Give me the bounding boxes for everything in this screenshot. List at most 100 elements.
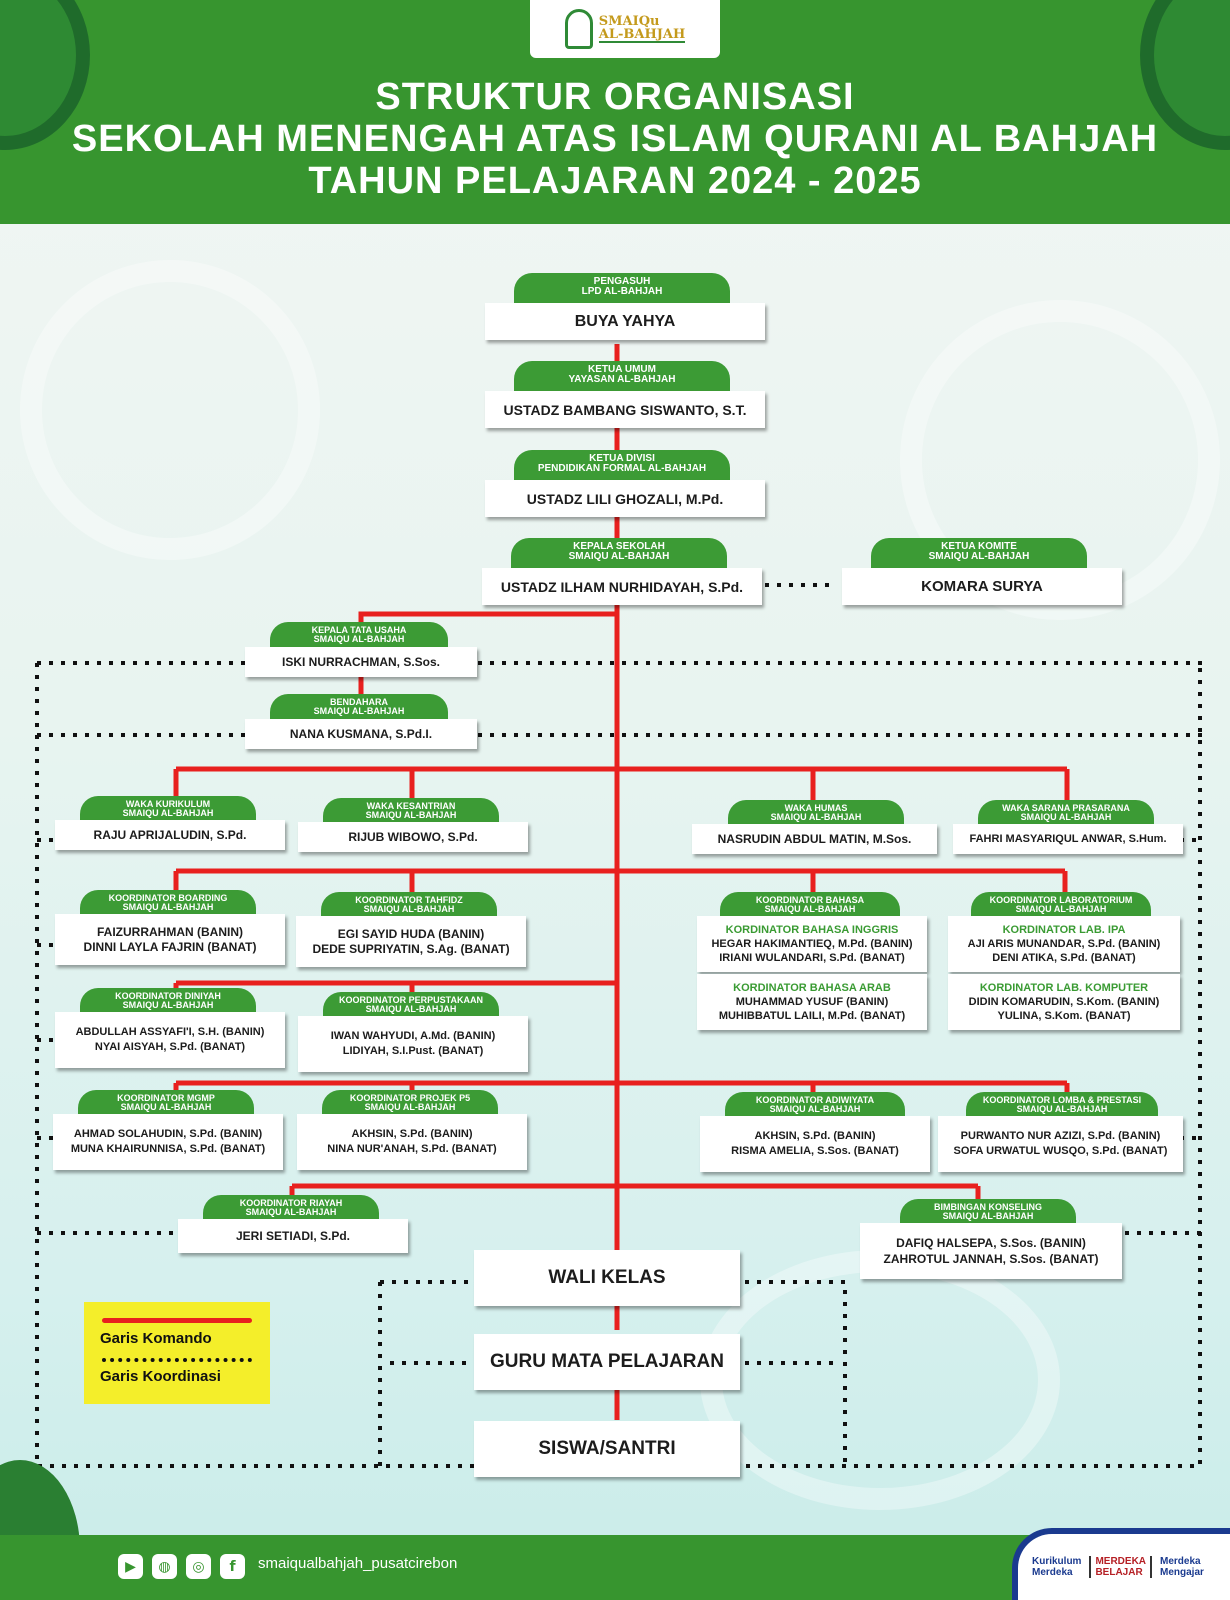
youtube-icon[interactable]: ▶ <box>118 1554 143 1579</box>
node-box: AKHSIN, S.Pd. (BANIN) NINA NUR'ANAH, S.P… <box>297 1114 527 1170</box>
node-koord-tahfidz: KOORDINATOR TAHFIDZ SMAIQU AL-BAHJAH EGI… <box>296 892 526 969</box>
node-koord-lab: KOORDINATOR LABORATORIUM SMAIQU AL-BAHJA… <box>948 892 1180 1037</box>
node-koord-riayah: KOORDINATOR RIAYAH SMAIQU AL-BAHJAH JERI… <box>178 1195 408 1257</box>
wali-kelas-box: WALI KELAS <box>474 1250 740 1306</box>
node-box: PURWANTO NUR AZIZI, S.Pd. (BANIN) SOFA U… <box>938 1116 1183 1172</box>
caption-line: SMAIQU AL-BAHJAH <box>1016 1104 1108 1114</box>
node-waka-kesantrian: WAKA KESANTRIAN SMAIQU AL-BAHJAH RIJUB W… <box>298 798 528 856</box>
caption-line: SMAIQU AL-BAHJAH <box>122 902 214 912</box>
caption-line: SMAIQU AL-BAHJAH <box>120 1102 212 1112</box>
logo-text: MERDEKA <box>1095 1556 1147 1567</box>
corner-leaf-left <box>0 0 90 150</box>
node-pengasuh: PENGASUH LPD AL-BAHJAH BUYA YAHYA <box>485 273 765 344</box>
legend-coordination-label: Garis Koordinasi <box>100 1368 221 1385</box>
person-name: NANA KUSMANA, S.Pd.I. <box>289 727 433 741</box>
person-name: DEDE SUPRIYATIN, S.Ag. (BANAT) <box>312 941 510 956</box>
person-name: MUNA KHAIRUNNISA, S.Pd. (BANAT) <box>70 1143 266 1155</box>
caption-line: KOORDINATOR BAHASA <box>755 895 865 905</box>
legend-command-swatch <box>102 1318 252 1323</box>
person-name: YULINA, S.Kom. (BANAT) <box>997 1010 1131 1022</box>
caption-line: SMAIQU AL-BAHJAH <box>365 810 457 820</box>
person-name: NYAI AISYAH, S.Pd. (BANAT) <box>94 1041 246 1053</box>
person-name: USTADZ BAMBANG SISWANTO, S.T. <box>503 401 747 418</box>
person-name: RISMA AMELIA, S.Sos. (BANAT) <box>731 1145 899 1157</box>
node-box: RAJU APRIJALUDIN, S.Pd. <box>55 820 285 850</box>
node-box: JERI SETIADI, S.Pd. <box>178 1219 408 1253</box>
instagram-icon[interactable]: ◎ <box>186 1554 211 1579</box>
caption-line: KETUA UMUM <box>588 364 656 375</box>
logo-emblem-icon <box>564 9 593 49</box>
node-caption: WAKA KURIKULUM SMAIQU AL-BAHJAH <box>80 796 256 824</box>
caption-line: SMAIQU AL-BAHJAH <box>928 551 1030 562</box>
person-name: HEGAR HAKIMANTIEQ, M.Pd. (BANIN) <box>711 938 913 950</box>
caption-line: LPD AL-BAHJAH <box>581 286 663 297</box>
sub-role: KORDINATOR LAB. IPA <box>1002 924 1126 936</box>
person-name: MUHIBBATUL LAILI, M.Pd. (BANAT) <box>718 1010 906 1022</box>
node-box: BUYA YAHYA <box>485 303 765 340</box>
social-handle[interactable]: smaiqualbahjah_pusatcirebon <box>258 1555 458 1572</box>
caption-line: WAKA KURIKULUM <box>125 799 211 809</box>
title-line: SEKOLAH MENENGAH ATAS ISLAM QURANI AL BA… <box>71 118 1159 160</box>
caption-line: KEPALA TATA USAHA <box>311 625 407 635</box>
caption-line: KETUA KOMITE <box>941 541 1017 552</box>
person-name: NINA NUR'ANAH, S.Pd. (BANAT) <box>327 1143 497 1155</box>
caption-line: SMAIQU AL-BAHJAH <box>568 551 670 562</box>
caption-line: YAYASAN AL-BAHJAH <box>568 374 676 385</box>
header-band: SMAIQu AL-BAHJAH STRUKTUR ORGANISASI SEK… <box>0 0 1230 224</box>
caption-line: KOORDINATOR LOMBA & PRESTASI <box>982 1095 1142 1105</box>
person-name: BUYA YAHYA <box>574 312 676 330</box>
node-box: KORDINATOR LAB. IPA AJI ARIS MUNANDAR, S… <box>948 916 1180 972</box>
node-caption: WAKA HUMAS SMAIQU AL-BAHJAH <box>728 800 904 828</box>
kurikulum-merdeka-logo: Kurikulum Merdeka <box>1032 1556 1081 1578</box>
facebook-icon[interactable]: f <box>220 1554 245 1579</box>
caption-line: PENGASUH <box>593 276 651 287</box>
node-koord-perpustakaan: KOORDINATOR PERPUSTAKAAN SMAIQU AL-BAHJA… <box>298 992 528 1076</box>
social-icons: ▶ ◍ ◎ f <box>118 1554 245 1579</box>
caption-line: SMAIQU AL-BAHJAH <box>769 1104 861 1114</box>
person-name: ABDULLAH ASSYAFI'I, S.H. (BANIN) <box>75 1026 265 1038</box>
node-ketua-komite: KETUA KOMITE SMAIQU AL-BAHJAH KOMARA SUR… <box>842 538 1122 609</box>
caption-line: SMAIQU AL-BAHJAH <box>313 634 405 644</box>
node-koord-mgmp: KOORDINATOR MGMP SMAIQU AL-BAHJAH AHMAD … <box>53 1090 283 1174</box>
node-caption: KOORDINATOR MGMP SMAIQU AL-BAHJAH <box>78 1090 254 1118</box>
coordination-lines <box>35 583 1202 1468</box>
node-caption: KOORDINATOR ADIWIYATA SMAIQU AL-BAHJAH <box>725 1092 905 1120</box>
caption-line: KOORDINATOR MGMP <box>117 1093 215 1103</box>
sub-role: KORDINATOR BAHASA ARAB <box>733 982 891 994</box>
caption-line: SMAIQU AL-BAHJAH <box>764 904 856 914</box>
sub-role: KORDINATOR LAB. KOMPUTER <box>979 982 1149 994</box>
person-name: KOMARA SURYA <box>921 578 1043 595</box>
legend: Garis Komando Garis Koordinasi <box>84 1302 270 1404</box>
caption-line: KOORDINATOR RIAYAH <box>239 1198 343 1208</box>
caption-line: KOORDINATOR DINIYAH <box>115 991 221 1001</box>
caption-line: SMAIQU AL-BAHJAH <box>122 1000 214 1010</box>
sub-role: KORDINATOR BAHASA INGGRIS <box>725 924 899 936</box>
caption-line: BIMBINGAN KONSELING <box>934 1202 1042 1212</box>
caption-line: WAKA KESANTRIAN <box>366 801 456 811</box>
node-kepala-sekolah: KEPALA SEKOLAH SMAIQU AL-BAHJAH USTADZ I… <box>482 538 762 609</box>
caption-line: KOORDINATOR TAHFIDZ <box>355 895 463 905</box>
node-koord-p5: KOORDINATOR PROJEK P5 SMAIQU AL-BAHJAH A… <box>297 1090 527 1174</box>
node-caption: KOORDINATOR LOMBA & PRESTASI SMAIQU AL-B… <box>966 1092 1158 1120</box>
node-box: NASRUDIN ABDUL MATIN, M.Sos. <box>692 824 937 854</box>
node-caption: WAKA SARANA PRASARANA SMAIQU AL-BAHJAH <box>978 800 1154 828</box>
person-name: SOFA URWATUL WUSQO, S.Pd. (BANAT) <box>953 1145 1168 1157</box>
caption-line: KOORDINATOR LABORATORIUM <box>989 895 1133 905</box>
node-caption: KETUA UMUM YAYASAN AL-BAHJAH <box>514 361 730 395</box>
node-ketua-umum: KETUA UMUM YAYASAN AL-BAHJAH USTADZ BAMB… <box>485 361 765 432</box>
logo-text-bottom: AL-BAHJAH <box>598 27 686 43</box>
node-tata-usaha: KEPALA TATA USAHA SMAIQU AL-BAHJAH ISKI … <box>245 622 477 679</box>
node-caption: KEPALA SEKOLAH SMAIQU AL-BAHJAH <box>511 538 727 572</box>
merdeka-belajar-logo: MERDEKA BELAJAR <box>1089 1556 1153 1578</box>
guru-mapel-box: GURU MATA PELAJARAN <box>474 1334 740 1390</box>
node-caption: KEPALA TATA USAHA SMAIQU AL-BAHJAH <box>270 622 448 650</box>
logo-text: BELAJAR <box>1095 1567 1143 1578</box>
node-caption: KOORDINATOR DINIYAH SMAIQU AL-BAHJAH <box>80 988 256 1016</box>
siswa-santri-box: SISWA/SANTRI <box>474 1421 740 1477</box>
node-caption: WAKA KESANTRIAN SMAIQU AL-BAHJAH <box>323 798 499 826</box>
globe-icon[interactable]: ◍ <box>152 1554 177 1579</box>
caption-line: SMAIQU AL-BAHJAH <box>942 1211 1034 1221</box>
person-name: AKHSIN, S.Pd. (BANIN) <box>754 1130 876 1142</box>
node-caption: BIMBINGAN KONSELING SMAIQU AL-BAHJAH <box>900 1199 1076 1227</box>
person-name: ISKI NURRACHMAN, S.Sos. <box>281 655 440 669</box>
